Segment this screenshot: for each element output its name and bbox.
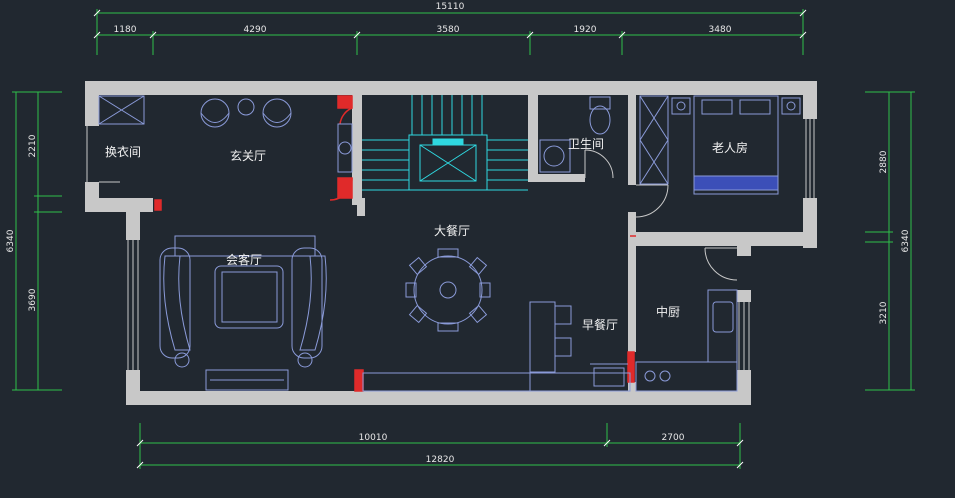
top-dimension-4: 1920 bbox=[574, 25, 597, 35]
windows bbox=[86, 119, 815, 370]
right-dimension-2: 3210 bbox=[879, 301, 889, 324]
left-total-dimension: 6340 bbox=[6, 229, 16, 252]
top-dimension-1: 1180 bbox=[114, 25, 137, 35]
room-label-elder-bedroom: 老人房 bbox=[712, 140, 748, 155]
top-dimension-5: 3480 bbox=[709, 25, 732, 35]
bottom-dimension-2: 2700 bbox=[662, 433, 685, 443]
top-total-dimension: 15110 bbox=[436, 2, 465, 12]
room-label-breakfast: 早餐厅 bbox=[582, 317, 618, 332]
staircase bbox=[362, 95, 528, 191]
room-label-dressing: 换衣间 bbox=[105, 144, 141, 159]
top-dimension-3: 3580 bbox=[437, 25, 460, 35]
left-dimension-1: 2210 bbox=[28, 134, 38, 157]
room-label-kitchen: 中厨 bbox=[656, 304, 680, 319]
room-label-dining: 大餐厅 bbox=[434, 223, 470, 238]
room-label-living: 会客厅 bbox=[226, 252, 262, 267]
dimension-ticks bbox=[93, 9, 807, 469]
right-total-dimension: 6340 bbox=[901, 229, 911, 252]
room-label-bathroom: 卫生间 bbox=[568, 137, 604, 151]
furniture bbox=[98, 95, 801, 392]
bottom-dimension-1: 10010 bbox=[359, 433, 388, 443]
right-dimension-1: 2880 bbox=[879, 150, 889, 173]
room-label-foyer: 玄关厅 bbox=[230, 148, 266, 163]
top-dimension-2: 4290 bbox=[244, 25, 267, 35]
dimension-lines bbox=[12, 9, 915, 469]
left-dimension-2: 3690 bbox=[28, 288, 38, 311]
bottom-total-dimension: 12820 bbox=[426, 455, 455, 465]
door-swings bbox=[99, 149, 738, 281]
walls bbox=[85, 81, 817, 405]
doors bbox=[154, 95, 636, 392]
